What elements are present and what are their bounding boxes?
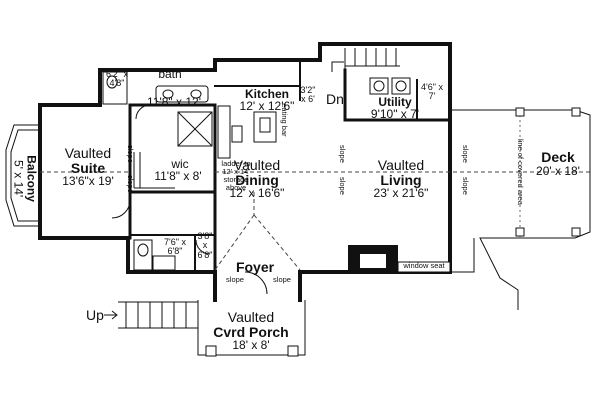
pantry-dims: 3'2" x 6' [300,85,316,105]
slope-label-suite-bottom: slope [125,174,135,193]
porch-label: Vaulted Cvrd Porch 18' x 8' [213,309,289,353]
utility-appliances [369,77,411,95]
utility-closet-dims: 4'6" x 7' [421,82,443,102]
balcony-outline [5,124,40,227]
up-arrow [104,310,118,320]
window-seat-label: window seat [403,261,445,270]
porch-outline [118,300,306,357]
living-label: Vaulted Living 23' x 21'6" [373,157,429,201]
slope-label-dining-top: slope [337,144,347,163]
covered-area-label: line of covered area [515,139,525,205]
bath-small-dims: 6'2" x 4'8" [106,69,128,89]
slope-label-foyer-right: slope [273,275,291,284]
up-label: Up [86,307,104,323]
balcony-label: Balcony 5' x 14' [12,155,39,202]
deck-outline [450,107,591,310]
kitchen-label: Kitchen [244,87,289,101]
utility-label: Utility [378,95,412,109]
ladder-label: ladder to 12' x 14' storage above [221,159,251,192]
slope-label-suite-top: slope [125,144,135,163]
eating-bar-label: eating bar [279,103,289,137]
half-bath-dims: 7'6" x 6'8" [164,237,186,257]
bath-dims: 11'8" x 12' [147,95,201,109]
wic-shelving [133,152,175,189]
dn-label: Dn [326,91,344,107]
vault-ridges [40,171,590,271]
wic-dims: 11'8" x 8' [154,169,202,183]
kitchen-counters [217,105,277,159]
slope-label-dining-bottom: slope [337,176,347,195]
bath-label: bath [158,67,182,81]
slope-label-living-bottom: slope [460,176,470,195]
fireplace [348,245,451,273]
wic-label: wic [171,157,189,171]
stairs [331,48,400,72]
suite-label: Vaulted Suite 13'6"x 19' [62,145,114,189]
deck-label: Deck 20' x 18' [536,149,580,178]
foyer-closet-dims: 3'8" x 6'8" [197,231,213,260]
slope-label-living-top: slope [460,144,470,163]
slope-label-foyer-left: slope [226,275,244,284]
kitchen-dims: 12' x 12'6" [239,99,295,113]
foyer-label: Foyer [235,259,275,275]
utility-dims: 9'10" x 7' [370,107,420,121]
doors [111,104,268,295]
dining-label: Vaulted Dining 12' x 16'6" [229,157,285,201]
bath-fixtures [102,71,213,271]
